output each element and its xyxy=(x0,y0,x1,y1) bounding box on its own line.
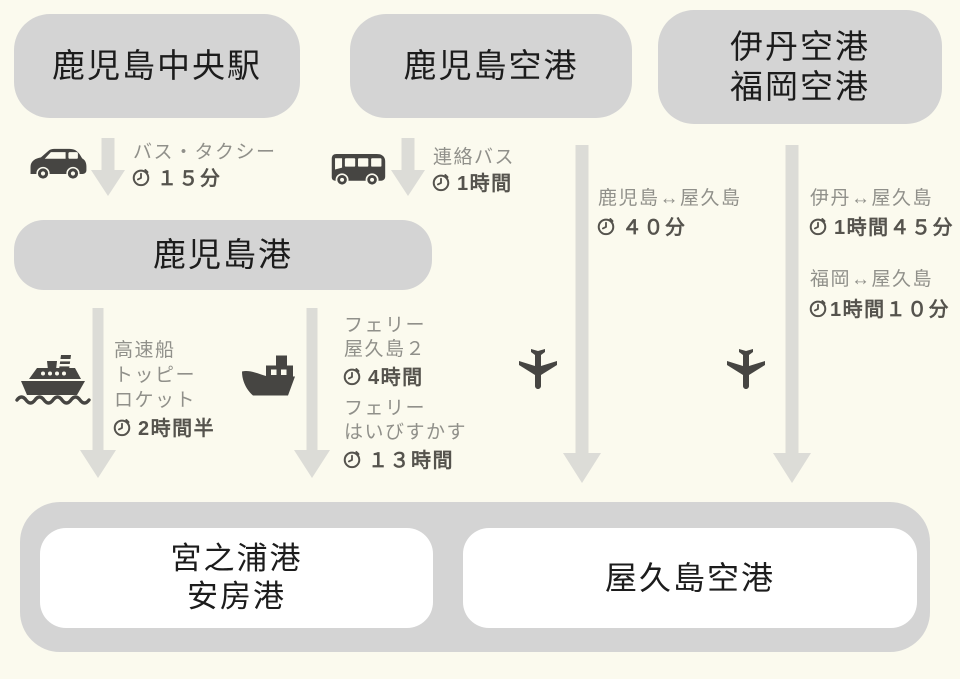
arrow-ferry-to-ports xyxy=(294,308,330,478)
node-label: 鹿児島空港 xyxy=(403,47,579,84)
arrow-itami-fukuoka-flight xyxy=(773,145,811,483)
route-flight-fukuoka-label: 福岡↔屋久島 xyxy=(810,269,934,290)
ferry-icon xyxy=(240,348,300,403)
arrow-head xyxy=(91,170,125,196)
node-label: 宮之浦港 xyxy=(170,541,303,576)
node-label: 福岡空港 xyxy=(730,68,870,105)
arrow-head xyxy=(391,170,425,196)
arrow-highspeed-to-ports xyxy=(80,308,116,478)
time-value: 4時間 xyxy=(368,367,424,389)
arrow-shaft xyxy=(401,138,415,170)
clock-icon xyxy=(112,417,132,437)
route-flight-fukuoka-time: 1時間１０分 xyxy=(808,293,950,322)
clock-icon xyxy=(131,167,151,187)
route-flight-kagoshima-time: ４０分 xyxy=(596,211,687,240)
arrow-kagoshima-flight xyxy=(563,145,601,483)
route-ferry-yakushima2-time: 4時間 xyxy=(342,361,424,390)
route-flight-itami-label: 伊丹↔屋久島 xyxy=(810,188,934,209)
node-itami-fukuoka-airports: 伊丹空港 福岡空港 xyxy=(658,10,942,124)
node-label: 鹿児島港 xyxy=(153,236,293,273)
arrow-head xyxy=(80,450,116,478)
highspeed-boat-icon xyxy=(13,350,91,406)
route-airport-bus-time: 1時間 xyxy=(431,167,513,196)
clock-icon xyxy=(431,172,451,192)
airplane-icon xyxy=(721,340,769,398)
node-kagoshima-airport: 鹿児島空港 xyxy=(350,14,632,118)
clock-icon xyxy=(342,449,362,469)
node-miyanoura-anbo-ports: 宮之浦港 安房港 xyxy=(40,528,433,628)
route-airport-bus-label: 連絡バス xyxy=(433,147,516,168)
arrow-shaft xyxy=(101,138,115,170)
route-flight-kagoshima-label: 鹿児島↔屋久島 xyxy=(598,188,742,209)
arrow-shaft xyxy=(92,308,104,450)
node-kagoshima-port: 鹿児島港 xyxy=(14,220,432,290)
time-value: １５分 xyxy=(157,168,222,190)
node-kagoshima-chuo-station: 鹿児島中央駅 xyxy=(14,14,300,118)
node-yakushima-airport: 屋久島空港 xyxy=(463,528,917,628)
arrow-station-to-port xyxy=(91,138,125,196)
route-highspeed-label: 高速船 トッピー ロケット xyxy=(114,340,197,411)
route-flight-itami-time: 1時間４５分 xyxy=(808,211,954,240)
arrow-airport-to-port xyxy=(391,138,425,196)
route-ferry-yakushima2-label: フェリー 屋久島２ xyxy=(344,315,427,360)
car-icon xyxy=(27,146,89,182)
arrow-head xyxy=(294,450,330,478)
route-bus-taxi-label: バス・タクシー xyxy=(133,142,277,163)
node-label: 屋久島空港 xyxy=(604,559,775,596)
route-ferry-hibiscus-time: １３時間 xyxy=(342,444,454,473)
route-ferry-hibiscus-label: フェリー はいびすかす xyxy=(344,398,468,443)
bus-icon xyxy=(328,150,388,188)
arrow-shaft xyxy=(785,145,799,453)
node-label: 伊丹空港 xyxy=(730,28,870,65)
clock-icon xyxy=(596,216,616,236)
clock-icon xyxy=(342,366,362,386)
node-label: 安房港 xyxy=(187,579,286,614)
time-value: 2時間半 xyxy=(138,418,216,440)
clock-icon xyxy=(808,216,828,236)
clock-icon xyxy=(808,298,828,318)
airplane-icon xyxy=(513,340,561,398)
node-label: 鹿児島中央駅 xyxy=(52,47,262,84)
time-value: ４０分 xyxy=(622,217,687,239)
route-bus-taxi-time: １５分 xyxy=(131,162,222,191)
time-value: 1時間 xyxy=(457,173,513,195)
time-value: 1時間１０分 xyxy=(830,299,951,321)
arrow-head xyxy=(773,453,811,483)
time-value: １３時間 xyxy=(368,450,454,472)
route-highspeed-time: 2時間半 xyxy=(112,412,215,441)
time-value: 1時間４５分 xyxy=(834,217,955,239)
arrow-head xyxy=(563,453,601,483)
arrow-shaft xyxy=(575,145,589,453)
arrow-shaft xyxy=(306,308,318,450)
